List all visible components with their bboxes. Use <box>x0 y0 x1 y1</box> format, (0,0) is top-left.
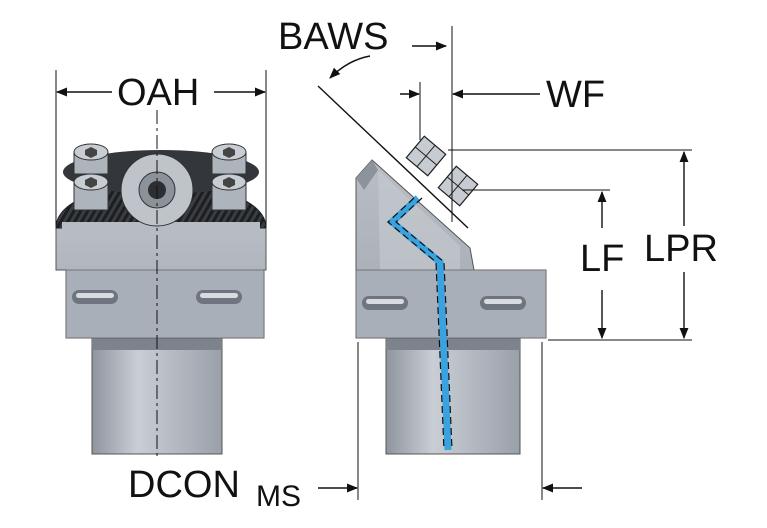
baws-label: BAWS <box>278 16 389 58</box>
front-view <box>55 70 267 456</box>
lf-label: LF <box>580 238 625 280</box>
side-clamp-screw-lower <box>437 165 479 207</box>
dcon-label: DCON <box>128 464 240 506</box>
baws-angle-line <box>317 85 469 229</box>
wf-label: WF <box>546 74 606 116</box>
front-screw-1 <box>73 143 109 175</box>
side-view <box>317 26 692 500</box>
oah-label: OAH <box>117 72 200 114</box>
coolant-channel <box>386 195 452 451</box>
front-screw-4 <box>211 173 247 211</box>
front-screw-2 <box>211 143 247 175</box>
side-shank <box>385 337 521 455</box>
front-screw-3 <box>73 173 109 211</box>
side-clamp-screw-upper <box>405 135 447 177</box>
dcon-subscript-label: MS <box>256 480 301 513</box>
lpr-label: LPR <box>644 228 718 270</box>
